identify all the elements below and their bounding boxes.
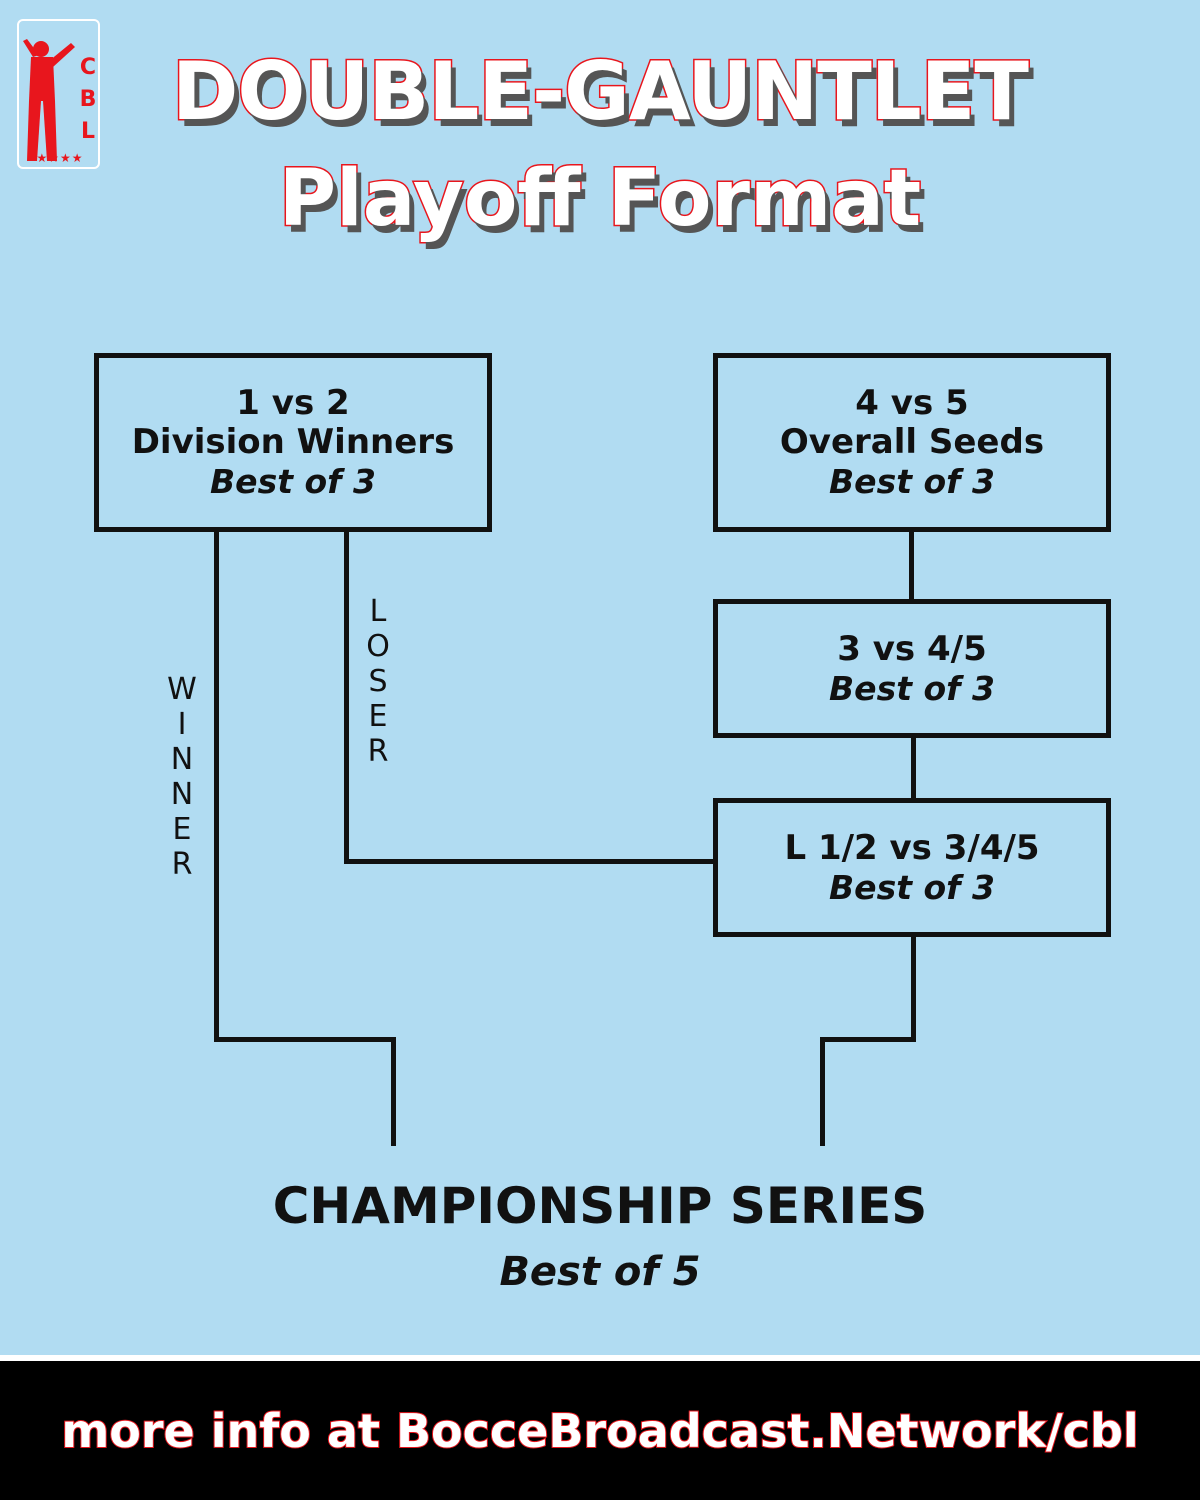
connector-3v45-to-l12 [911, 735, 916, 801]
match-box-1v2: 1 vs 2 Division Winners Best of 3 [94, 353, 492, 532]
page-title: DOUBLE-GAUNTLET [171, 44, 1031, 140]
match-box-1v2-desc: Division Winners [131, 422, 455, 462]
match-box-4v5-desc: Overall Seeds [779, 422, 1045, 462]
match-box-4v5-title: 4 vs 5 [855, 383, 969, 423]
championship-format: Best of 5 [499, 1249, 701, 1295]
logo-letter-b: B [79, 87, 97, 112]
winner-label-letter: I [177, 707, 187, 742]
loser-line-vertical [344, 530, 349, 864]
logo-letter-c: C [79, 55, 97, 80]
winner-label-letter: N [170, 742, 194, 777]
match-box-4v5: 4 vs 5 Overall Seeds Best of 3 [713, 353, 1111, 532]
match-box-1v2-title: 1 vs 2 [236, 383, 350, 423]
winner-label-letter: R [171, 847, 193, 882]
logo-stars: ★★★★ [36, 151, 84, 165]
winner-label-letter: N [170, 777, 194, 812]
l12-line-vertical [911, 934, 916, 1042]
match-box-3v45: 3 vs 4/5 Best of 3 [713, 599, 1111, 738]
connector-4v5-to-3v45 [909, 529, 914, 602]
loser-label-letter: L [369, 594, 387, 629]
winner-label-letter: W [167, 672, 197, 707]
winner-label: W I N N E R [162, 672, 202, 882]
winner-line-vertical [214, 530, 219, 1042]
loser-label-letter: R [367, 734, 389, 769]
loser-label-letter: E [368, 699, 388, 734]
l12-line-horizontal [820, 1037, 916, 1042]
bocce-player-silhouette-icon [23, 39, 75, 161]
loser-label-letter: S [368, 664, 388, 699]
winner-label-letter: E [172, 812, 192, 847]
l12-line-to-championship [820, 1037, 825, 1146]
loser-label: L O S E R [358, 594, 398, 769]
footer-info-link: more info at BocceBroadcast.Network/cbl [60, 1403, 1139, 1459]
cbl-logo: C B L ★★★★ [17, 19, 100, 169]
winner-line-to-championship [391, 1037, 396, 1146]
page-subtitle: Playoff Format [277, 153, 922, 246]
footer-divider [0, 1355, 1200, 1361]
match-box-l12v345-title: L 1/2 vs 3/4/5 [784, 827, 1040, 868]
match-box-3v45-title: 3 vs 4/5 [837, 628, 987, 669]
match-box-l12v345-format: Best of 3 [829, 867, 995, 907]
championship-title: CHAMPIONSHIP SERIES [272, 1177, 928, 1235]
match-box-1v2-format: Best of 3 [210, 462, 376, 501]
match-box-3v45-format: Best of 3 [829, 668, 995, 708]
footer-bar: more info at BocceBroadcast.Network/cbl [0, 1361, 1200, 1500]
loser-label-letter: O [366, 629, 390, 664]
logo-letter-l: L [80, 119, 96, 144]
match-box-4v5-format: Best of 3 [829, 462, 995, 501]
loser-line-horizontal [344, 859, 716, 864]
match-box-l12v345: L 1/2 vs 3/4/5 Best of 3 [713, 798, 1111, 937]
winner-line-horizontal [214, 1037, 396, 1042]
